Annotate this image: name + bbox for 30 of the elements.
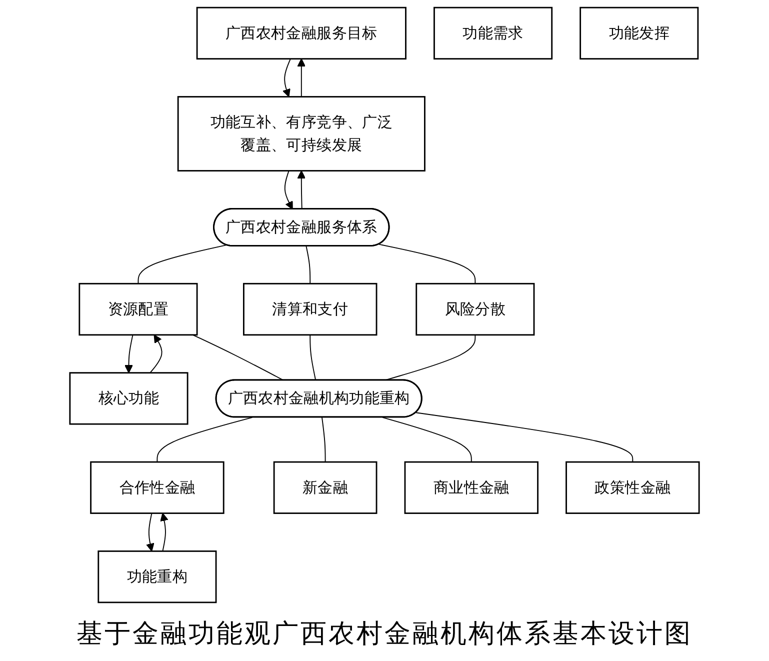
connector: [156, 416, 253, 462]
connector: [138, 244, 227, 284]
node-box: 广西农村金融服务目标: [196, 6, 406, 60]
node-box: 功能发挥: [580, 6, 699, 60]
node-box: 商业性金融: [404, 461, 539, 514]
arrow: [124, 334, 134, 374]
figure-caption: 基于金融功能观广西农村金融机构体系基本设计图: [76, 618, 692, 651]
connector: [306, 246, 311, 284]
node-box: 核心功能: [69, 372, 188, 425]
node-box: 功能互补、有序竞争、广泛覆盖、可持续发展: [177, 96, 426, 172]
node-box: 新金融: [273, 461, 378, 514]
arrow: [284, 170, 293, 210]
node-box: 风险分散: [416, 282, 535, 336]
node-box: 清算和支付: [243, 282, 378, 336]
arrow: [150, 334, 162, 374]
arrow: [297, 58, 306, 98]
connector: [322, 416, 326, 462]
connector: [382, 416, 472, 462]
connector: [378, 244, 476, 284]
node-box: 政策性金融: [566, 461, 700, 514]
node-box: 功能需求: [434, 6, 553, 60]
arrow: [160, 512, 168, 552]
node-box: 资源配置: [78, 282, 198, 336]
arrow: [282, 58, 291, 98]
node-box: 功能重构: [98, 550, 217, 604]
connector: [310, 334, 316, 381]
node-box: 合作性金融: [90, 461, 224, 514]
arrow: [146, 512, 154, 552]
arrow: [297, 170, 306, 210]
connector: [416, 412, 634, 462]
